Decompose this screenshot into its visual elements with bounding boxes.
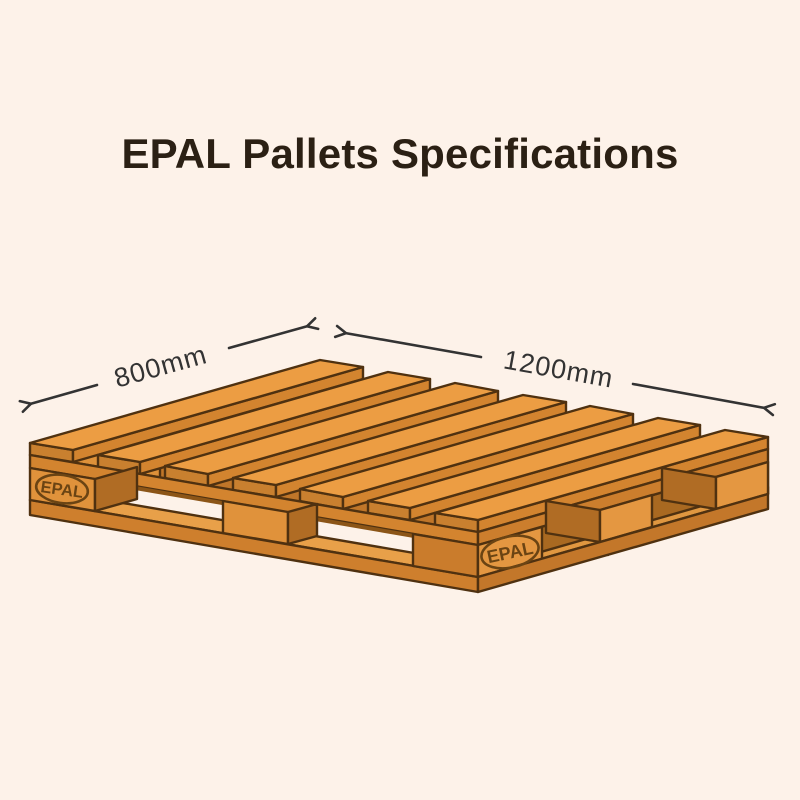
front-bottom-rail-face	[476, 492, 770, 594]
length-dimension-label: 1200mm	[501, 345, 616, 394]
deck-board-top	[231, 393, 568, 487]
epal-stamp-left-text: EPAL	[39, 478, 84, 502]
page-title: EPAL Pallets Specifications	[121, 130, 679, 177]
deck-board-top	[298, 404, 635, 499]
deck-board-top	[163, 381, 500, 476]
deck-board-top	[96, 370, 432, 464]
width-arrow-right-segment	[227, 316, 320, 350]
deck-board	[298, 404, 635, 511]
top-deck	[28, 358, 770, 534]
deck-board-top	[433, 428, 770, 522]
epal-stamp-left: EPAL	[34, 473, 90, 505]
epal-stamp-front: EPAL	[480, 534, 540, 570]
deck-board	[231, 393, 568, 499]
epal-stamp-front-oval	[480, 534, 540, 570]
epal-stamp-left-oval	[34, 473, 90, 505]
width-dimension-label: 800mm	[111, 339, 211, 393]
width-arrow-left-segment	[18, 383, 99, 414]
deck-board	[28, 358, 365, 464]
left-corner-block-side	[93, 465, 139, 513]
length-arrow-right-segment	[631, 382, 777, 417]
deck-board-top	[28, 358, 365, 452]
deck-board-top	[366, 416, 702, 510]
length-arrow-left-segment	[333, 324, 483, 359]
left-middle-block-side	[286, 502, 319, 546]
pallet-left-face	[28, 453, 509, 594]
deck-board	[163, 381, 500, 488]
deck-board	[96, 370, 432, 476]
pallet-front-face	[476, 447, 770, 594]
